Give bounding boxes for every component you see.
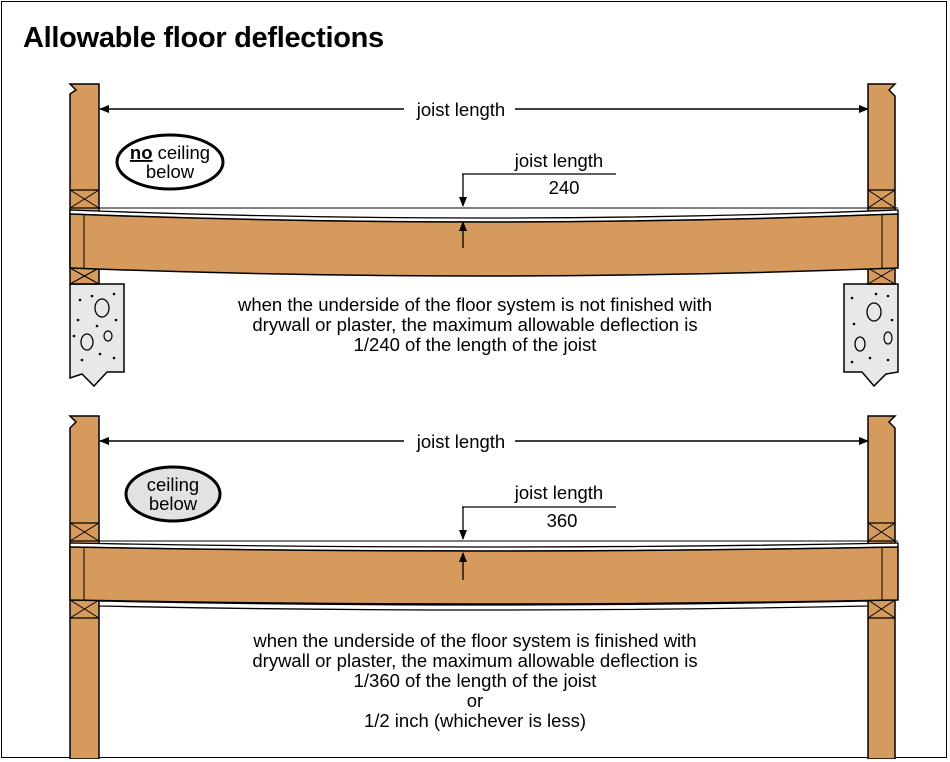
- no-ceiling-badge: no ceiling below: [115, 133, 225, 191]
- span-dimension-1: joist length: [99, 99, 869, 120]
- deflection-fraction-2: joist length 360: [459, 482, 616, 580]
- deflection-fraction-1: joist length 240: [459, 150, 616, 248]
- span-label-2: joist length: [416, 431, 505, 452]
- panel-no-ceiling: joist length no ceiling below joist leng…: [68, 83, 899, 388]
- fraction-numerator-2: joist length: [514, 482, 603, 503]
- svg-text:no ceiling: no ceiling: [130, 142, 210, 163]
- right-foundation: [843, 283, 899, 388]
- floor-joist-2: [69, 540, 899, 611]
- caption-line: when the underside of the floor system i…: [237, 294, 713, 315]
- caption-line: 1/240 of the length of the joist: [353, 334, 597, 355]
- page-title: Allowable floor deflections: [23, 22, 384, 54]
- ceiling-drywall: [98, 600, 869, 611]
- caption-line: when the underside of the floor system i…: [253, 630, 697, 651]
- caption-ceiling: when the underside of the floor system i…: [2, 631, 948, 731]
- badge-line2: below: [146, 161, 195, 182]
- fraction-denominator: 240: [549, 177, 580, 198]
- badge-emphasis: no: [130, 142, 153, 163]
- badge-line1-2: ceiling: [147, 474, 199, 495]
- caption-line: 1/360 of the length of the joist: [353, 670, 597, 691]
- caption-line: 1/2 inch (whichever is less): [363, 710, 587, 731]
- badge-line1: ceiling: [153, 142, 211, 163]
- badge-line2-2: below: [149, 493, 198, 514]
- caption-no-ceiling: when the underside of the floor system i…: [2, 295, 948, 355]
- left-foundation: [69, 283, 125, 388]
- ceiling-badge: ceiling below: [124, 465, 222, 523]
- fraction-denominator-2: 360: [547, 510, 578, 531]
- floor-joist-1: [69, 207, 899, 277]
- panel-ceiling: joist length ceiling below joist length …: [68, 415, 899, 759]
- span-label: joist length: [416, 99, 505, 120]
- fraction-numerator: joist length: [514, 150, 603, 171]
- caption-line: drywall or plaster, the maximum allowabl…: [252, 314, 698, 335]
- caption-line: or: [466, 690, 484, 711]
- caption-line: drywall or plaster, the maximum allowabl…: [252, 650, 698, 671]
- span-dimension-2: joist length: [99, 431, 869, 452]
